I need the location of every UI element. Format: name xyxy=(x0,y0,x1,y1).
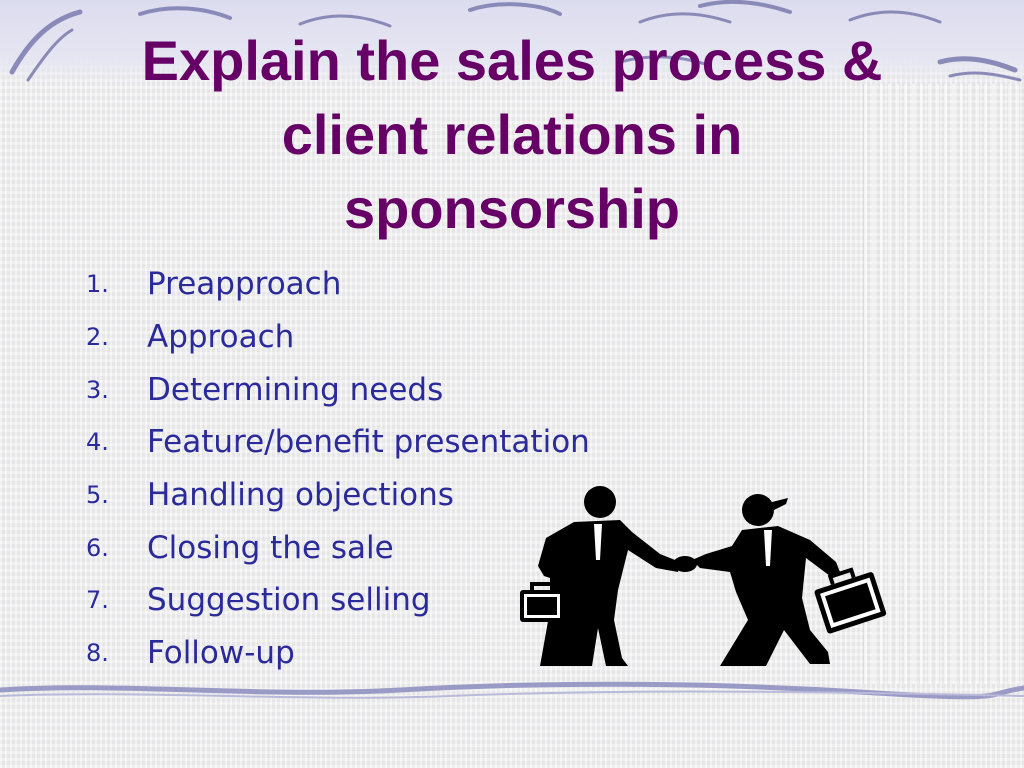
list-item: 4. Feature/benefit presentation xyxy=(86,416,590,469)
handshake-businessmen-icon xyxy=(520,486,887,666)
title-line-1: Explain the sales process & xyxy=(141,29,883,92)
list-item: 2. Approach xyxy=(86,311,590,364)
list-item: 5. Handling objections xyxy=(86,469,590,522)
list-item: 6. Closing the sale xyxy=(86,521,590,574)
swirl-decoration-icon xyxy=(9,0,1022,82)
sales-process-steps-list: 1. Preapproach 2. Approach 3. Determinin… xyxy=(86,258,590,680)
step-number: 5. xyxy=(86,481,109,510)
step-number: 4. xyxy=(86,428,109,457)
list-item: 3. Determining needs xyxy=(86,363,590,416)
top-decorative-band xyxy=(0,0,1024,84)
list-item: 8. Follow-up xyxy=(86,627,590,680)
list-item: 7. Suggestion selling xyxy=(86,574,590,627)
step-number: 3. xyxy=(86,375,109,404)
step-label: Feature/benefit presentation xyxy=(147,424,590,461)
step-label: Closing the sale xyxy=(147,529,394,566)
step-label: Approach xyxy=(147,319,295,356)
step-number: 7. xyxy=(86,586,109,615)
step-label: Suggestion selling xyxy=(147,582,431,619)
title-line-3: sponsorship xyxy=(343,177,681,240)
right-texture-panel xyxy=(863,84,1024,684)
list-item: 1. Preapproach xyxy=(86,258,590,311)
bottom-swirl-divider xyxy=(0,681,1024,700)
step-label: Handling objections xyxy=(147,477,454,514)
step-number: 2. xyxy=(86,323,109,352)
step-label: Determining needs xyxy=(147,371,444,408)
step-number: 8. xyxy=(86,639,109,668)
step-label: Preapproach xyxy=(147,266,342,303)
step-number: 1. xyxy=(86,270,109,299)
slide-title: Explain the sales process & client relat… xyxy=(80,24,944,246)
step-number: 6. xyxy=(86,533,109,562)
title-line-2: client relations in xyxy=(281,103,743,166)
step-label: Follow-up xyxy=(147,635,295,672)
